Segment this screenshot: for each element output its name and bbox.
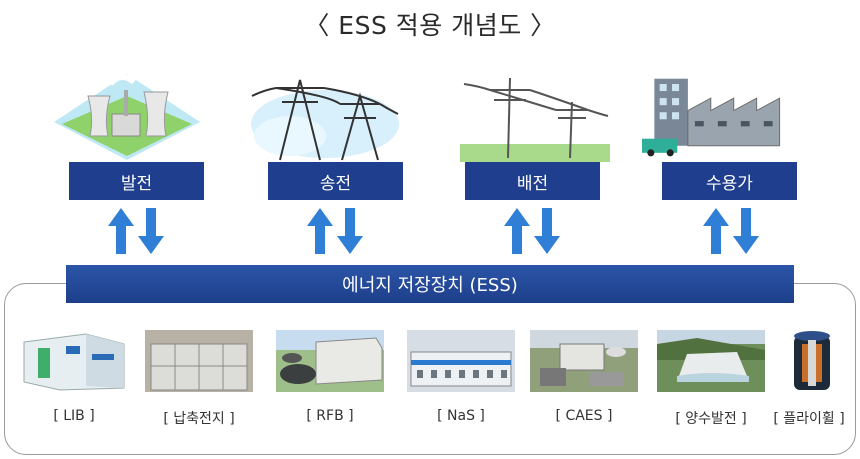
stage-box-generation: 발전 <box>69 162 204 200</box>
tech-caption-caes: [ CAES ] <box>555 408 613 424</box>
tech-caption-lead-acid: [ 납축전지 ] <box>163 411 235 427</box>
lib-container-icon <box>23 333 125 391</box>
tech-caption-flywheel: [ 플라이휠 ] <box>773 411 845 427</box>
up-down-arrow-icon <box>307 208 363 254</box>
transmission-tower-icon <box>251 79 399 161</box>
pumped-hydro-icon <box>657 330 765 392</box>
stage-box-transmission: 송전 <box>268 162 403 200</box>
power-plant-icon <box>54 74 200 160</box>
lead-acid-battery-icon <box>145 330 253 392</box>
up-down-arrow-icon <box>108 208 164 254</box>
factory-icon <box>642 78 781 157</box>
tech-caption-pumped-hydro: [ 양수발전 ] <box>675 411 747 427</box>
flywheel-icon <box>794 331 830 390</box>
caes-plant-icon <box>530 330 638 392</box>
tech-caption-lib: [ LIB ] <box>53 408 95 424</box>
page-title: 〈 ESS 적용 개념도 〉 <box>304 11 556 40</box>
stage-box-consumer: 수용가 <box>662 162 797 200</box>
flow-battery-icon <box>276 330 384 392</box>
ess-banner: 에너지 저장장치 (ESS) <box>66 265 794 303</box>
up-down-arrow-icon <box>703 208 759 254</box>
stage-box-distribution: 배전 <box>465 162 600 200</box>
distribution-pole-icon <box>460 77 610 162</box>
nas-battery-icon <box>407 330 515 392</box>
up-down-arrow-icon <box>504 208 560 254</box>
tech-caption-rfb: [ RFB ] <box>306 408 354 424</box>
tech-caption-nas: [ NaS ] <box>437 408 485 424</box>
